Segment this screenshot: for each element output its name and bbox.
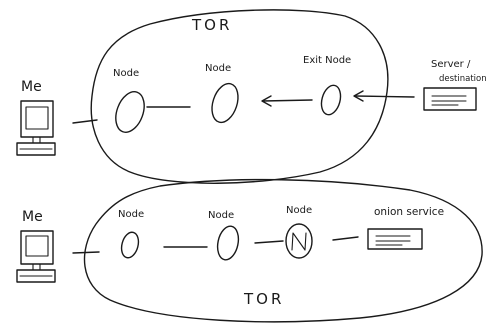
node-1-label: Node <box>113 68 139 79</box>
onion-service-icon <box>367 228 423 250</box>
link-me-node-b1 <box>72 251 100 254</box>
tor-exit-node <box>320 84 342 116</box>
tor-cloud-label-b: TOR <box>243 290 284 308</box>
tor-cloud-label: TOR <box>191 16 232 34</box>
computer-icon <box>16 100 56 156</box>
server-label-line1: Server / <box>431 59 471 70</box>
me-label: Me <box>21 79 42 95</box>
exit-node-label: Exit Node <box>303 55 351 66</box>
node-b3-label: Node <box>286 205 312 216</box>
server-icon <box>423 87 477 111</box>
tor-cloud-boundary-b <box>83 178 483 323</box>
tor-cloud-boundary <box>90 9 389 184</box>
node-b2-label: Node <box>208 210 234 221</box>
tor-node-b2 <box>216 225 240 261</box>
link-node-b2-node-b3 <box>254 240 284 244</box>
arrow-exit-to-node2 <box>261 95 313 107</box>
arrow-server-to-exit <box>353 90 415 102</box>
diagram-onion-service: TOR Me Node Node Node onion service <box>16 178 483 323</box>
onion-service-label: onion service <box>374 206 444 218</box>
tor-node-b1 <box>120 231 140 259</box>
diagram-standard-tor: TOR Me Node Node Exit Node Se <box>16 9 487 184</box>
link-me-node1 <box>72 119 98 124</box>
link-node-b3-onion-service <box>332 236 359 241</box>
computer-icon-b <box>16 230 56 283</box>
me-label-b: Me <box>22 209 43 225</box>
tor-node-b3 <box>285 223 313 259</box>
node-b1-label: Node <box>118 209 144 220</box>
node-2-label: Node <box>205 63 231 74</box>
tor-node-2 <box>211 82 239 124</box>
tor-node-1 <box>115 91 145 133</box>
server-label-line2: destination <box>439 74 487 84</box>
